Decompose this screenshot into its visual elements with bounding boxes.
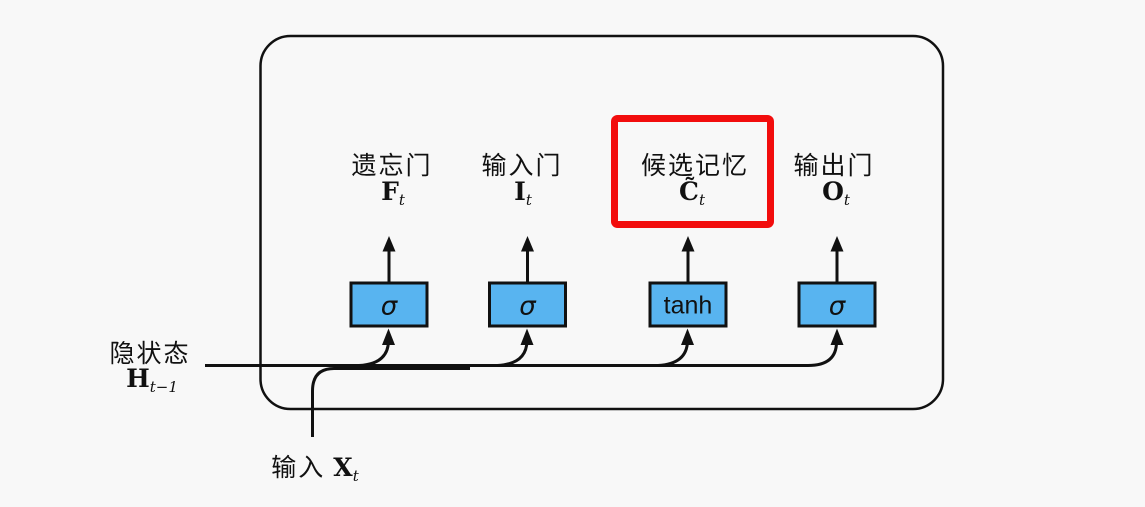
input-line [311, 367, 470, 437]
gate-name-forget: 遗忘门 [351, 152, 433, 180]
arrowhead-into-tanh [681, 328, 694, 345]
symbol-subscript: t [398, 191, 405, 209]
hidden-state-line [205, 341, 838, 367]
hidden-state-symbol: Ht−1 [126, 364, 178, 396]
activation-label-forget: σ [381, 292, 399, 322]
output-arrowhead-output [830, 236, 844, 252]
gate-symbol-input: It [514, 177, 532, 209]
gate-name-output: 输出门 [793, 152, 875, 180]
gate-name-candidate: 候选记忆 [640, 152, 750, 180]
activation-label-output: σ [829, 292, 847, 322]
activation-label-candidate: tanh [664, 292, 713, 320]
lstm-cell-boundary [259, 34, 945, 411]
symbol-main: H [126, 364, 150, 393]
symbol-subscript: t [352, 467, 359, 485]
gate-symbol-output: Ot [822, 177, 850, 209]
activation-label-input: σ [519, 292, 537, 322]
input-symbol: Xt [333, 453, 359, 485]
symbol-main: O [822, 177, 844, 206]
symbol-main: X [333, 453, 353, 482]
symbol-subscript: t−1 [149, 378, 178, 396]
arrowhead-into-output [830, 328, 844, 345]
symbol-main: F [381, 177, 399, 206]
gate-symbol-candidate: C̃t [679, 177, 705, 209]
hidden-state-label: 隐状态 [109, 340, 191, 368]
output-arrowhead-forget [382, 236, 396, 252]
symbol-subscript: t [525, 191, 532, 209]
symbol-main: I [514, 177, 526, 206]
input-label-text: 输入 [271, 454, 326, 482]
symbol-subscript: t [843, 191, 850, 209]
arrowhead-into-forget [382, 328, 395, 345]
activation-box-forget [349, 281, 429, 328]
gate-name-input: 输入门 [481, 152, 563, 180]
output-arrowhead-input [521, 236, 534, 252]
highlight-box-candidate-memory [611, 115, 774, 228]
activation-box-input [488, 281, 567, 328]
symbol-subscript: t [698, 191, 705, 209]
activation-box-output [797, 281, 877, 328]
gate-symbol-forget: Ft [381, 177, 405, 209]
symbol-main: C̃ [679, 177, 699, 206]
activation-box-candidate [648, 281, 728, 328]
output-arrowhead-candidate [681, 236, 695, 252]
arrowhead-into-candidate-input [520, 328, 534, 345]
